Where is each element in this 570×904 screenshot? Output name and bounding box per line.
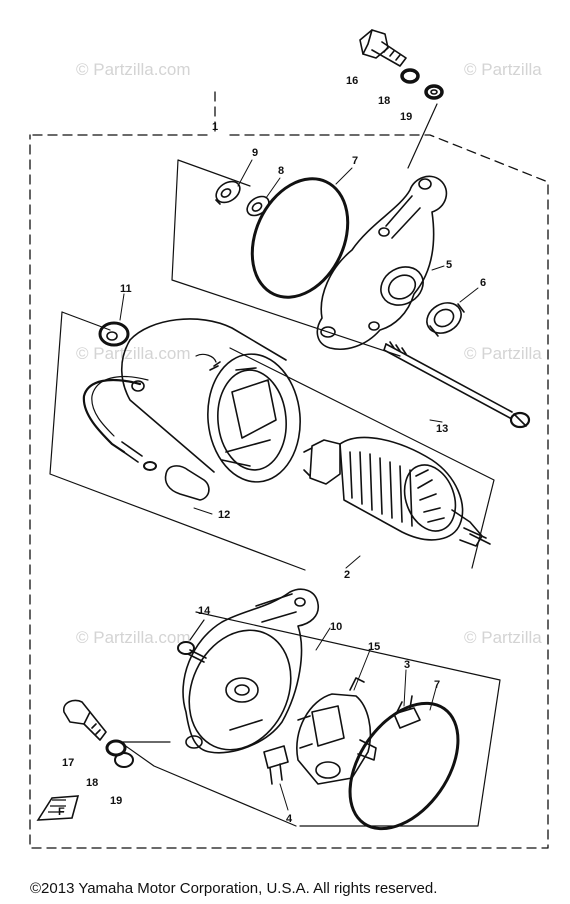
washer-19-top [424,84,444,100]
watermark-top-left: © Partzilla.com [76,60,191,79]
front-direction-marker: F [36,795,80,821]
o-ring-7-bottom [348,701,460,831]
grommet-12 [164,465,210,501]
watermark-top-right: © Partzilla [464,60,542,79]
through-bolt-13 [383,341,531,429]
yoke-assembly [82,318,301,483]
watermark-mid-right: © Partzilla [464,344,542,363]
group-boundary-body [49,311,495,571]
callout-15: 15 [368,641,380,653]
assembly-ref-label: 1 [212,121,218,133]
callout-12: 12 [218,509,230,521]
callout-16-top: 16 [346,75,358,87]
callout-18-top: 18 [378,95,390,107]
callout-6: 6 [480,277,486,289]
callout-14: 14 [198,605,211,617]
watermark-lower-right: © Partzilla [464,628,542,647]
callout-10: 10 [330,621,342,633]
callout-18-bottom: 18 [86,777,98,789]
callout-4: 4 [286,813,293,825]
washer-19-bottom [114,752,134,768]
callout-19-top: 19 [400,111,412,123]
armature-2 [303,436,491,547]
watermark-mid-left: © Partzilla.com [76,344,191,363]
bolt-17 [63,699,107,741]
callout-9: 9 [252,147,258,159]
callout-8: 8 [278,165,284,177]
oil-seal-6 [426,302,465,337]
washer-11 [98,321,130,347]
leader-top-hardware [407,103,438,169]
watermark-lower-left: © Partzilla.com [76,628,191,647]
front-marker-label: F [58,806,65,818]
callout-3: 3 [404,659,410,671]
bolt-16-top [359,29,407,67]
rear-cover-10 [182,588,320,754]
callout-11: 11 [120,283,132,295]
leader-14 [189,619,205,641]
brush-holder-15 [296,677,377,785]
front-cover-5 [316,175,448,350]
callout-13: 13 [436,423,448,435]
group-boundary-rear [119,611,501,827]
brush-4 [263,745,289,785]
callout-5: 5 [446,259,452,271]
callout-19-bottom: 19 [110,795,122,807]
washer-18-top [400,68,420,84]
assembly-boundary [29,91,549,849]
washer-18-bottom [105,739,127,757]
callout-7-bottom: 7 [434,679,440,691]
group-boundary-cover [171,159,401,357]
callout-7-top: 7 [352,155,358,167]
callout-17: 17 [62,757,74,769]
callout-2: 2 [344,569,350,581]
callout-leaders [119,159,479,811]
copyright-notice: ©2013 Yamaha Motor Corporation, U.S.A. A… [30,880,438,897]
o-ring-7-top [250,177,350,299]
